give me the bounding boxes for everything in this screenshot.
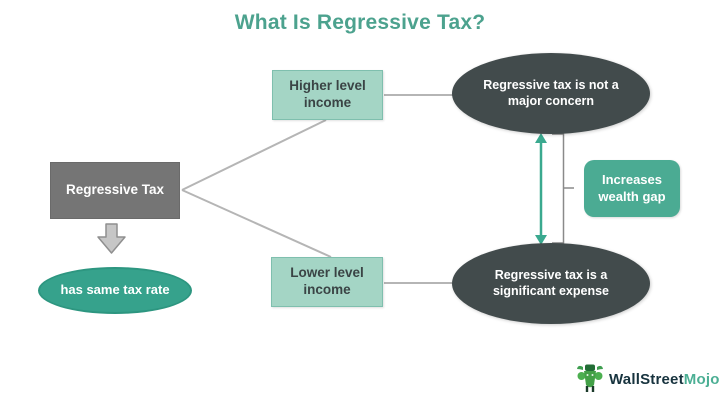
node-regressive-tax: Regressive Tax bbox=[50, 162, 180, 219]
node-same-tax-rate-label: has same tax rate bbox=[60, 282, 170, 298]
node-lower-level-income: Lower level income bbox=[271, 257, 383, 307]
diagram-title: What Is Regressive Tax? bbox=[234, 11, 486, 34]
node-significant-expense: Regressive tax is a significant expense bbox=[452, 243, 650, 324]
double-arrow-head-up-icon bbox=[535, 133, 547, 143]
logo-text-mojo: Mojo bbox=[683, 370, 720, 388]
node-not-major-concern-label: Regressive tax is not a major concern bbox=[483, 77, 619, 108]
node-higher-level-income: Higher level income bbox=[272, 70, 383, 120]
node-not-major-concern: Regressive tax is not a major concern bbox=[452, 53, 650, 134]
node-significant-expense-label: Regressive tax is a significant expense bbox=[492, 267, 609, 298]
node-regressive-tax-label: Regressive Tax bbox=[65, 182, 165, 198]
line-tax-to-lower-income bbox=[181, 189, 332, 258]
line-tax-to-higher-income bbox=[181, 119, 327, 191]
node-increases-wealth-gap: Increases wealth gap bbox=[584, 160, 680, 217]
block-down-arrow-icon bbox=[97, 223, 126, 254]
logo-wordmark: WallStreetMojo bbox=[609, 371, 720, 388]
node-increases-wealth-gap-label: Increases wealth gap bbox=[598, 172, 666, 204]
brace-bracket bbox=[552, 133, 574, 244]
logo-text-wallstreet: WallStreet bbox=[609, 370, 684, 388]
wallstreetmojo-logo: WallStreetMojo bbox=[575, 362, 720, 396]
bull-icon bbox=[577, 364, 603, 392]
node-same-tax-rate: has same tax rate bbox=[38, 267, 192, 314]
node-higher-level-income-label: Higher level income bbox=[289, 78, 366, 110]
node-lower-level-income-label: Lower level income bbox=[290, 265, 364, 297]
